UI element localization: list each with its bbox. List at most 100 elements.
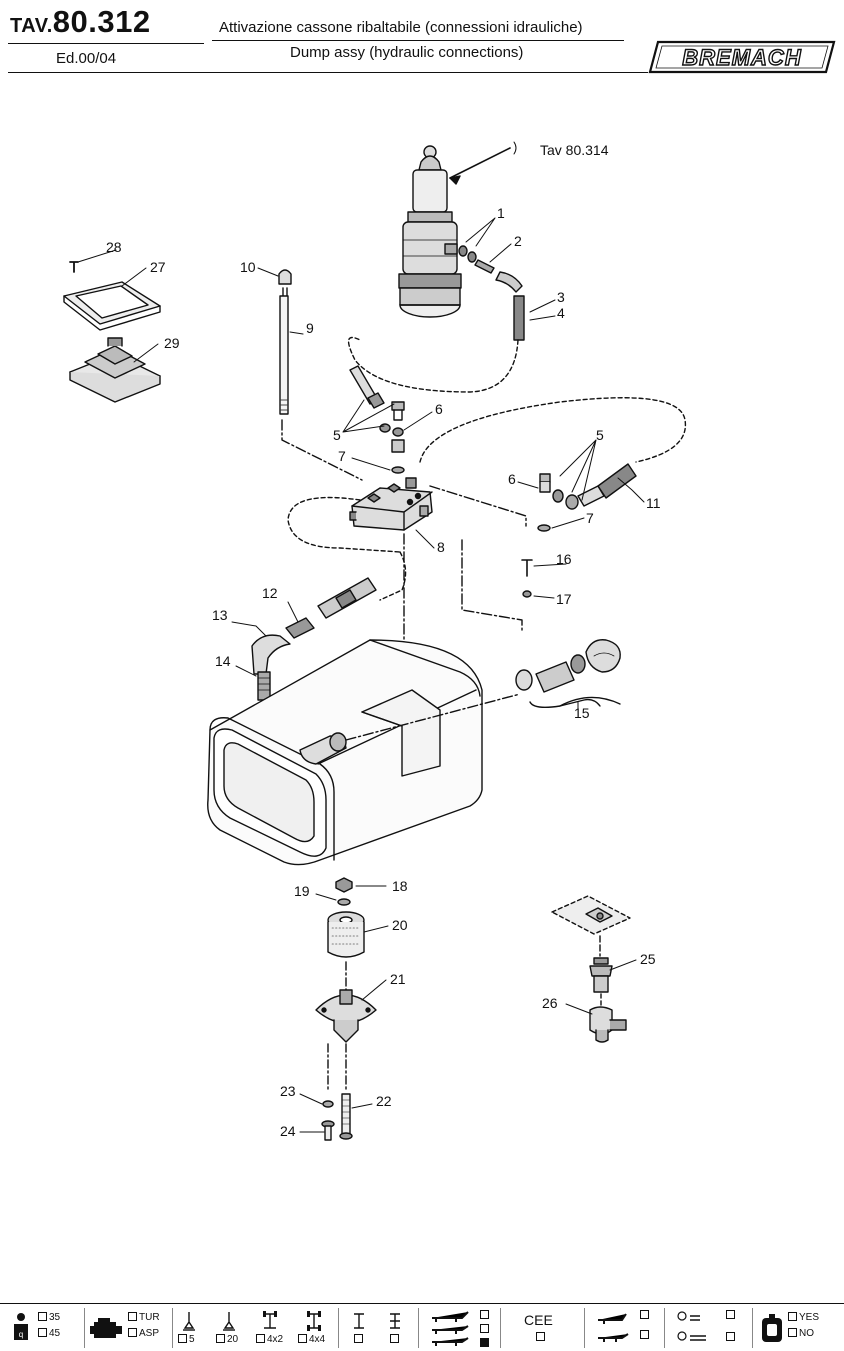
emission-group xyxy=(672,1310,748,1348)
title-italian: Attivazione cassone ribaltabile (conness… xyxy=(219,19,583,36)
cab-type-icons xyxy=(432,1311,469,1346)
weight-icon: q xyxy=(14,1313,28,1340)
emission-2-checkbox xyxy=(726,1332,735,1341)
engine-icon xyxy=(90,1318,122,1338)
applicability-footer: q 35 45 TUR ASP 5 xyxy=(0,1303,844,1351)
weight-45: 45 xyxy=(49,1328,61,1339)
filler-cap xyxy=(515,639,621,709)
leader-lines xyxy=(77,217,645,1133)
callout-27: 27 xyxy=(150,259,166,275)
callout-7-left: 7 xyxy=(338,448,346,464)
drive-group: 4x2 4x4 xyxy=(256,1310,334,1348)
header-rule-middle xyxy=(212,40,624,41)
callout-25: 25 xyxy=(640,951,656,967)
callout-17: 17 xyxy=(556,591,572,607)
edition-label: Ed.00/04 xyxy=(56,50,117,67)
cab-3-checkbox xyxy=(480,1338,489,1347)
table-prefix: TAV. xyxy=(10,15,53,37)
gearbox-group: 5 20 xyxy=(176,1310,256,1348)
title-english: Dump assy (hydraulic connections) xyxy=(290,44,524,61)
gears-20: 20 xyxy=(227,1334,239,1345)
callout-15: 15 xyxy=(574,705,590,721)
callout-5-left: 5 xyxy=(333,427,341,443)
option-group: YES NO xyxy=(758,1310,840,1348)
callout-22: 22 xyxy=(376,1093,392,1109)
callout-29: 29 xyxy=(164,335,180,351)
callout-26: 26 xyxy=(542,995,558,1011)
callout-13: 13 xyxy=(212,607,228,623)
header-rule-left xyxy=(8,43,204,44)
callout-5-right: 5 xyxy=(596,427,604,443)
wheelbase-short-checkbox xyxy=(354,1334,363,1343)
bremach-logo: BREMACH xyxy=(648,40,836,74)
body-1-checkbox xyxy=(640,1310,649,1319)
body-group xyxy=(592,1310,660,1348)
reference-label: Tav 80.314 xyxy=(540,142,609,158)
engine-tur: TUR xyxy=(139,1312,160,1323)
engine-group: TUR ASP xyxy=(90,1310,168,1348)
exploded-diagram: Tav 80.314 1 2 3 4 5 5 6 6 7 7 8 9 10 11… xyxy=(63,141,687,1141)
standard-cee: CEE xyxy=(524,1312,553,1328)
callout-20: 20 xyxy=(392,917,408,933)
callout-28: 28 xyxy=(106,239,122,255)
callout-11: 11 xyxy=(646,495,661,511)
cab-1-checkbox xyxy=(480,1310,489,1319)
callout-2: 2 xyxy=(514,233,522,249)
callout-9: 9 xyxy=(306,320,314,336)
weight-group: q 35 45 xyxy=(10,1310,76,1348)
gearshift-icon xyxy=(183,1312,195,1331)
callout-6-right: 6 xyxy=(508,471,516,487)
engine-asp: ASP xyxy=(139,1328,160,1339)
callout-16: 16 xyxy=(556,551,572,567)
emission-1-checkbox xyxy=(726,1310,735,1319)
option-icon xyxy=(762,1314,782,1342)
cab-group xyxy=(424,1310,494,1348)
header-rule-bottom xyxy=(8,72,648,73)
callout-14: 14 xyxy=(215,653,231,669)
callout-21: 21 xyxy=(390,971,406,987)
truck-body-icons xyxy=(598,1313,629,1342)
option-yes: YES xyxy=(799,1312,820,1323)
callout-18: 18 xyxy=(392,878,408,894)
wheelbase-long-checkbox xyxy=(390,1334,399,1343)
cover-and-gasket xyxy=(63,261,161,331)
callout-7-right: 7 xyxy=(586,510,594,526)
weight-35: 35 xyxy=(49,1312,61,1323)
callout-3: 3 xyxy=(557,289,565,305)
emission-icons xyxy=(677,1311,706,1341)
distribution-valve xyxy=(349,477,433,531)
wheelbase-group xyxy=(344,1310,412,1348)
body-2-checkbox xyxy=(640,1330,649,1339)
rubber-boot xyxy=(69,337,161,403)
level-sensor xyxy=(551,895,631,1043)
oil-filter xyxy=(315,877,377,1091)
callout-19: 19 xyxy=(294,883,310,899)
wheelbase-icons xyxy=(354,1313,400,1329)
drive-4x4: 4x4 xyxy=(309,1334,326,1345)
gearshift-reduction-icon xyxy=(223,1312,235,1331)
callout-4: 4 xyxy=(557,305,565,321)
callout-6-left: 6 xyxy=(435,401,443,417)
standard-cee-checkbox xyxy=(536,1332,545,1341)
callout-23: 23 xyxy=(280,1083,296,1099)
svg-text:q: q xyxy=(19,1330,23,1339)
callout-numbers: 1 2 3 4 5 5 6 6 7 7 8 9 10 11 12 13 14 1… xyxy=(106,205,661,1139)
oil-tank xyxy=(207,639,521,866)
callout-1: 1 xyxy=(497,205,505,221)
callout-12: 12 xyxy=(262,585,278,601)
axle-4x2-icon xyxy=(263,1311,277,1329)
table-code: TAV.80.312 xyxy=(10,4,151,40)
hydraulic-cylinder xyxy=(398,145,462,318)
callout-24: 24 xyxy=(280,1123,296,1139)
cab-2-checkbox xyxy=(480,1324,489,1333)
callout-8: 8 xyxy=(437,539,445,555)
axle-4x4-icon xyxy=(307,1311,321,1331)
drive-4x2: 4x2 xyxy=(267,1334,284,1345)
table-number: 80.312 xyxy=(52,4,151,39)
option-no: NO xyxy=(799,1328,814,1339)
callout-10: 10 xyxy=(240,259,256,275)
control-rod xyxy=(278,269,292,415)
connection-fittings xyxy=(458,245,525,341)
standard-group: CEE xyxy=(508,1310,578,1348)
